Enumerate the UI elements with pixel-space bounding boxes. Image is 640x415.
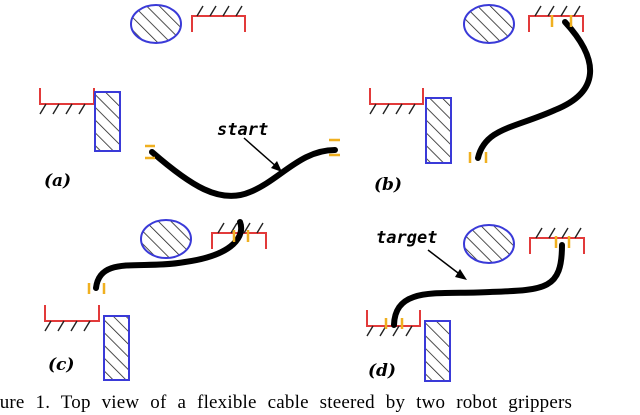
round-obstacle (463, 224, 515, 264)
rect-obstacle (425, 97, 452, 164)
panel-label: (d) (368, 361, 396, 381)
round-obstacle (140, 219, 192, 259)
gripper-top (232, 230, 250, 242)
round-obstacle (463, 4, 515, 44)
panel-annotation: target (376, 228, 437, 248)
wall-fixture-top (191, 5, 246, 32)
gripper-right (329, 138, 340, 157)
panel-b: (b) (369, 4, 593, 195)
gripper-bottom (468, 152, 488, 163)
panel-a: start (a) (39, 4, 340, 199)
panel-label: (c) (48, 355, 74, 375)
cable (93, 219, 245, 291)
arrow-line (427, 249, 463, 277)
cable (475, 19, 593, 161)
rect-obstacle (424, 320, 451, 382)
wall-fixture-left (369, 88, 424, 115)
gripper-left (87, 283, 106, 294)
wall-fixture-left (44, 305, 100, 332)
rect-obstacle (94, 91, 121, 152)
cable (149, 147, 338, 199)
gripper-bottom (384, 318, 404, 329)
gripper-left (145, 144, 155, 160)
wall-fixture-left (39, 88, 95, 115)
panel-label: (b) (374, 175, 402, 195)
panel-annotation: start (217, 120, 268, 140)
figure-caption: gure 1. Top view of a flexible cable ste… (0, 392, 573, 413)
wall-fixture-top (528, 5, 584, 32)
rect-obstacle (103, 315, 130, 381)
panel-d: target (d) (366, 224, 585, 382)
arrow-line (243, 137, 279, 169)
gripper-top (554, 236, 571, 248)
gripper-top (550, 15, 573, 27)
arrow-head (271, 161, 282, 172)
round-obstacle (130, 4, 182, 44)
arrow-head (455, 269, 467, 280)
panel-c: (c) (44, 219, 267, 381)
panel-label: (a) (44, 171, 71, 191)
cable (391, 242, 565, 328)
